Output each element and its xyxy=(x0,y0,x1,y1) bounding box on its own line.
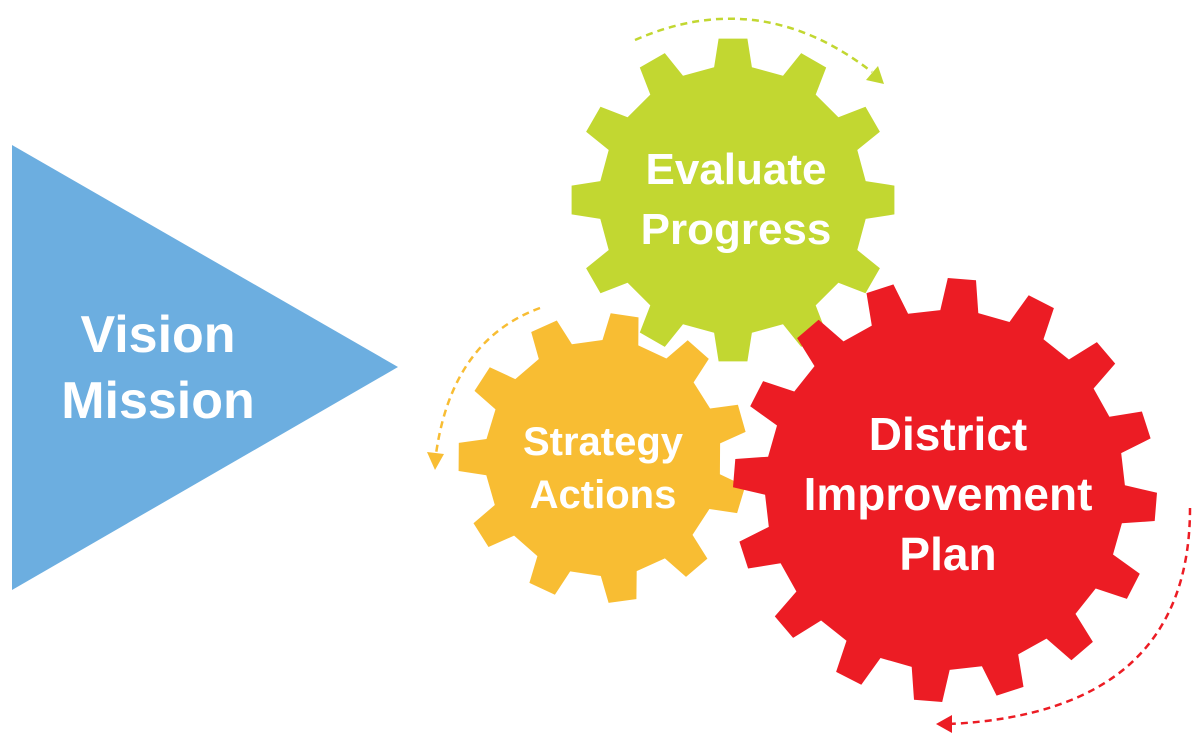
strategy-label-line-1: Strategy xyxy=(523,420,684,464)
cycle-arrowhead-left xyxy=(427,452,444,470)
district-label-line-1: District xyxy=(869,408,1027,460)
cycle-arrow-left xyxy=(434,306,541,455)
triangle-label-vision: Vision xyxy=(80,306,235,364)
cycle-arrowhead-top xyxy=(866,66,884,84)
strategy-actions-gear xyxy=(458,313,746,603)
vision-mission-triangle xyxy=(12,145,398,590)
triangle-label-mission: Mission xyxy=(61,372,255,430)
strategy-label-line-2: Actions xyxy=(530,473,677,517)
district-improvement-plan-gear xyxy=(733,278,1157,702)
cycle-arrowhead-bottom xyxy=(936,715,952,733)
district-label-line-2: Improvement xyxy=(804,468,1093,520)
evaluate-label-line-1: Evaluate xyxy=(646,145,827,194)
district-label-line-3: Plan xyxy=(899,528,996,580)
cycle-arrow-top xyxy=(634,17,873,73)
evaluate-label-line-2: Progress xyxy=(641,205,832,254)
cycle-arrow-bottom xyxy=(949,507,1192,726)
evaluate-progress-gear xyxy=(571,38,895,362)
